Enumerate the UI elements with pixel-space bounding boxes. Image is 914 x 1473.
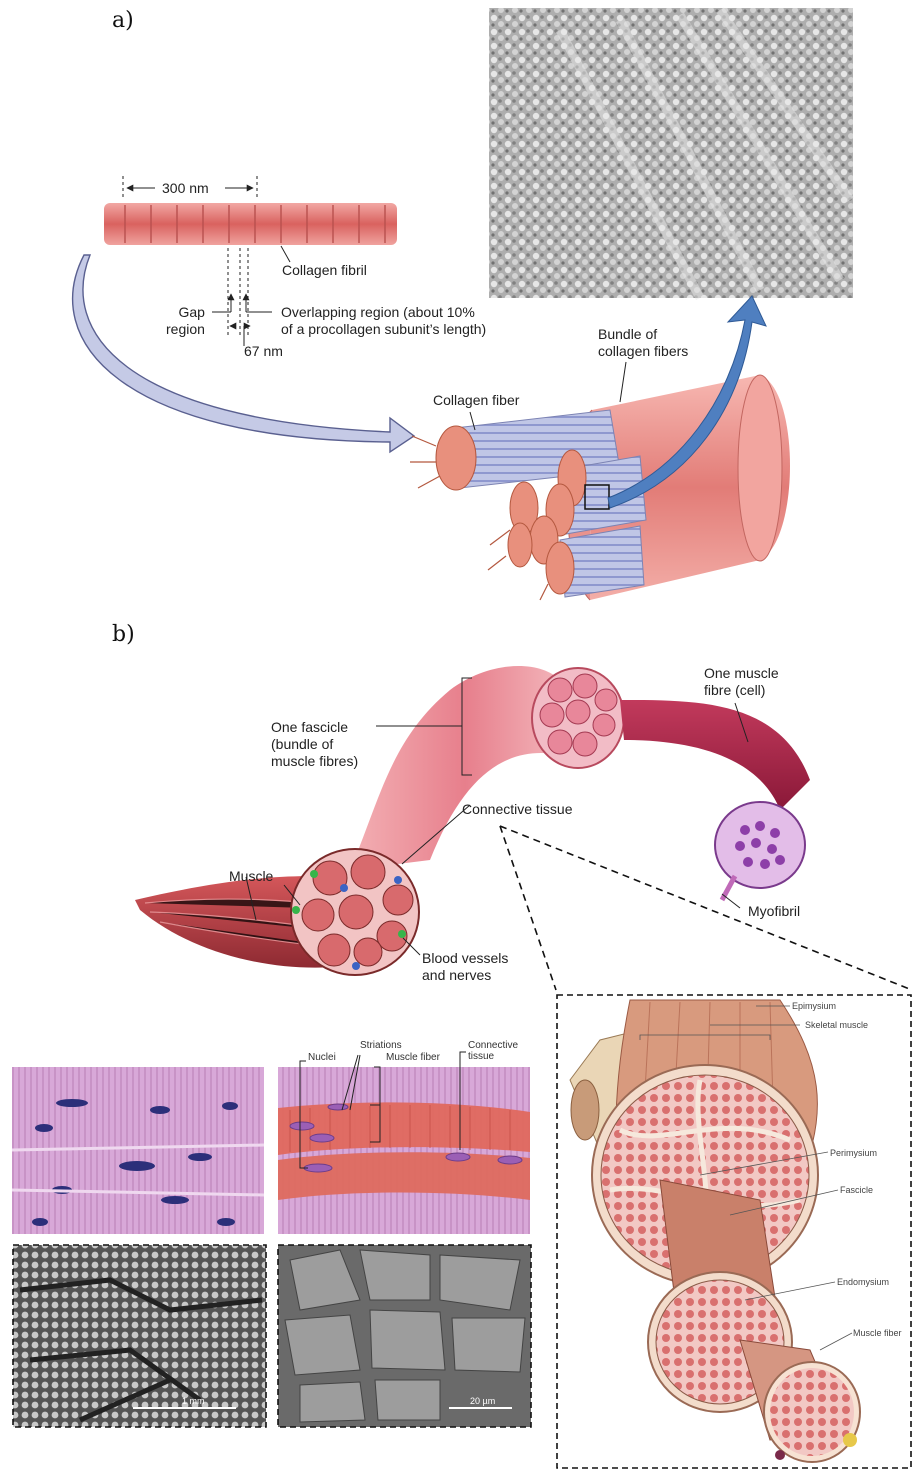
muscle-illustration (135, 666, 810, 975)
histology-photo (12, 1067, 264, 1234)
connective-hist-label: Connective tissue (468, 1040, 518, 1062)
collagen-bundle-label: Bundle of collagen fibers (598, 326, 688, 360)
myofibril-label: Myofibril (748, 903, 800, 920)
muscle-fiber-anat-label: Muscle fiber (853, 1328, 902, 1338)
muscle-fibre-label: One muscle fibre (cell) (704, 665, 779, 699)
fascicle-label: One fascicle (bundle of muscle fibres) (271, 719, 358, 770)
dim-300-label: 300 nm (162, 180, 209, 197)
blood-vessels-label: Blood vessels and nerves (422, 950, 508, 984)
muscle-anatomy-diagram (557, 995, 911, 1468)
collagen-fibril-label: Collagen fibril (282, 262, 367, 279)
perimysium-label: Perimysium (830, 1148, 877, 1158)
dim-67-label: 67 nm (244, 343, 283, 360)
dimension-lines (123, 176, 290, 346)
endomysium-label: Endomysium (837, 1277, 889, 1287)
gap-region-label: Gap region (166, 304, 205, 338)
collagen-sem-photo (489, 8, 853, 298)
collagen-fiber-label: Collagen fiber (433, 392, 519, 409)
sem-right-scale: 20 µm (470, 1396, 495, 1406)
sem-left-scale: 1 mm (182, 1396, 205, 1406)
connective-tissue-label: Connective tissue (462, 801, 573, 818)
nuclei-label: Nuclei (308, 1052, 336, 1063)
striations-label: Striations (360, 1040, 402, 1051)
panel-a-label: a) (112, 8, 134, 33)
epimysium-label: Epimysium (792, 1001, 836, 1011)
muscle-label: Muscle (229, 868, 273, 885)
skeletal-muscle-label: Skeletal muscle (805, 1020, 868, 1030)
zoom-lines (500, 826, 912, 990)
panel-b-label: b) (112, 622, 135, 647)
histology-diagram (278, 1052, 530, 1234)
fascicle-anat-label: Fascicle (840, 1185, 873, 1195)
overlap-label: Overlapping region (about 10% of a proco… (281, 304, 486, 338)
muscle-fiber-hist-label: Muscle fiber (386, 1052, 440, 1063)
sem-left-photo (13, 1245, 266, 1427)
collagen-fibril-graphic (104, 203, 397, 245)
